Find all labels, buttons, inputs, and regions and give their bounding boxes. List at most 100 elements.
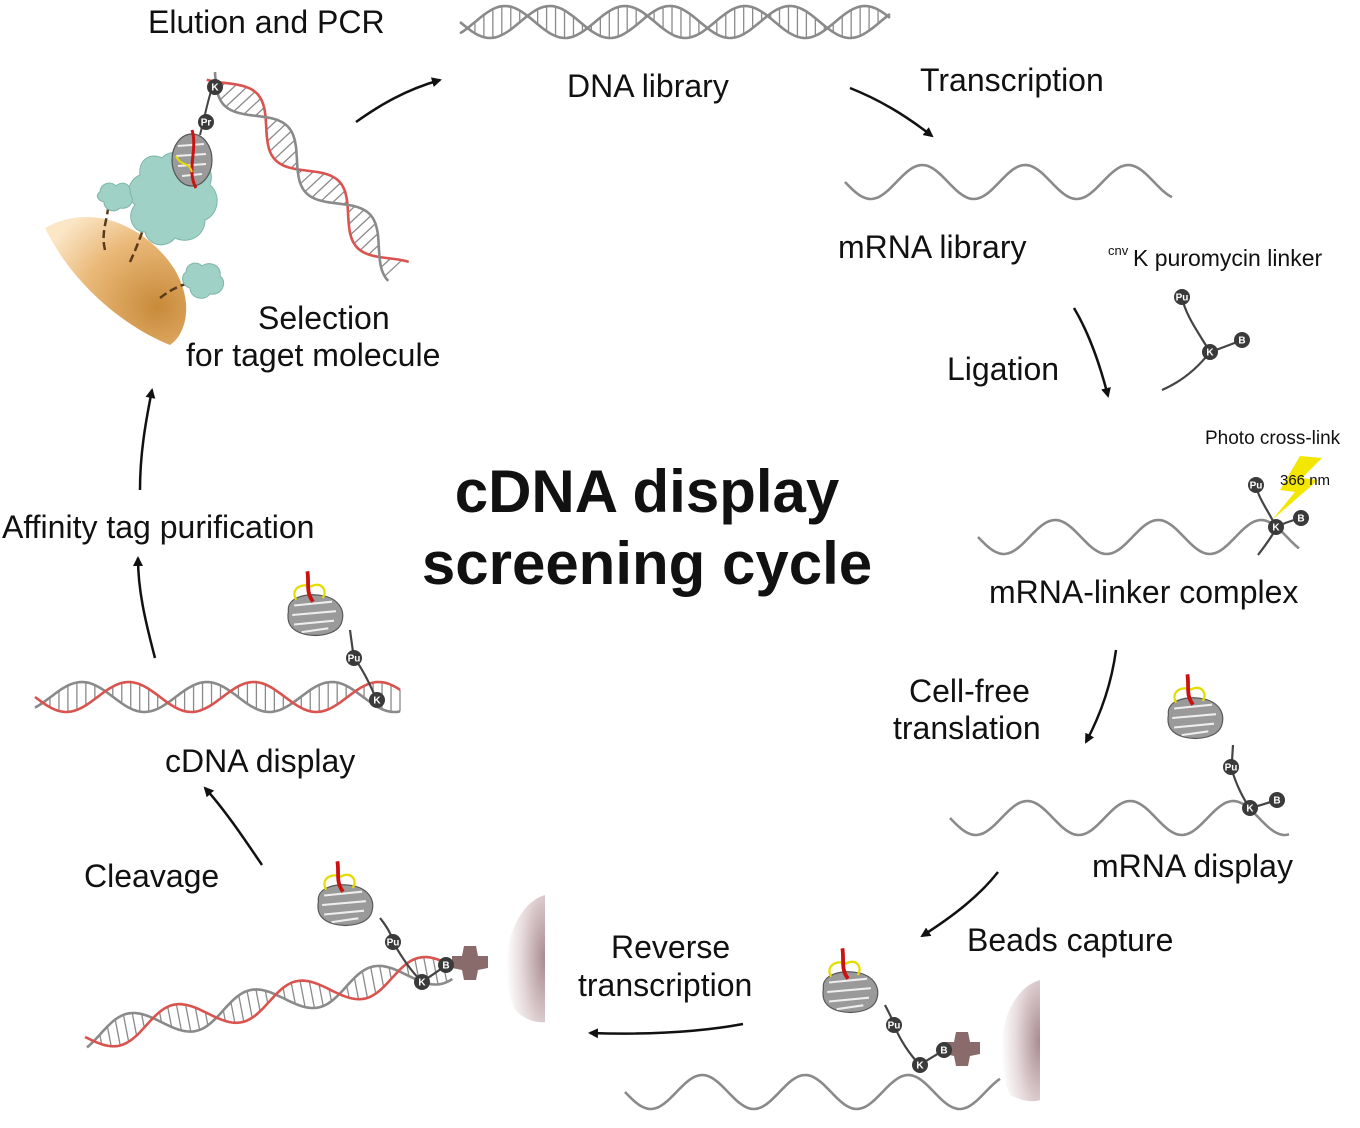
helix-rung [243,98,262,115]
label-mrna-linker-complex: mRNA-linker complex [989,574,1298,610]
helix-rung [233,91,256,112]
cnvk-node-letter: K [211,83,219,94]
beads-capture-tether [884,1004,921,1066]
label-cdna-display: cDNA display [165,743,355,779]
puromycin-node: Pu [346,650,362,666]
cnvk-node-letter: K [1272,523,1280,534]
mrna-library-wave [844,163,1173,201]
helix-rung [114,1019,121,1046]
helix-rung [432,957,439,985]
label-dna-library: DNA library [567,68,729,104]
pr-node: Pr [198,114,214,130]
protein-loop-yellow [1173,686,1206,704]
cnvk-node: K [207,79,223,95]
puromycin-node: Pu [385,934,401,950]
puromycin-node-circle [1223,759,1239,775]
cnvk-node: K [414,974,430,990]
biotin-node-letter: B [1273,796,1280,807]
label-transcription: Transcription [920,62,1104,98]
protein-ribbon-bound [171,129,213,189]
mrna-display-wave [949,799,1290,837]
protein-loop-red [840,947,850,980]
cnvk-node-letter: K [1206,348,1214,359]
helix-rung [359,233,379,251]
arrow-elution-to-dna [355,77,442,124]
helix-strand-a [84,955,451,1048]
helix-rung [238,995,245,1022]
puromycin-node-circle [1174,289,1190,305]
cnvk-node-circle [1242,800,1258,816]
helix-strand-a [459,4,891,40]
puromycin-node: Pu [1248,477,1264,493]
helix-rung [230,1002,236,1023]
arrow-ligation [1072,307,1111,398]
helix-rung [204,1012,209,1026]
label-cleavage: Cleavage [84,858,219,894]
puromycin-node-circle [346,650,362,666]
arrow-affinity-upper [138,388,156,491]
puromycin-node-circle [886,1017,902,1033]
label-linker-superscript: cnv [1108,243,1129,258]
label-cell-free-1: Cell-free [909,673,1030,709]
protein-sheets [322,890,366,924]
diagram-title-line1: cDNA display [455,458,840,525]
helix-rung [225,86,248,108]
helix-rung [318,984,324,1007]
helix-rung [350,215,372,236]
helix-rung [320,182,341,202]
mrna-linker-complex-wave [977,518,1300,556]
biotin-node-circle [438,957,454,973]
puromycin-node-letter: Pu [387,938,400,949]
helix-rung [311,176,335,198]
target-protein-small [182,262,225,299]
cnvk-node: K [1242,800,1258,816]
puromycin-node-letter: Pu [348,654,361,665]
label-cell-free-2: translation [893,710,1041,746]
biotin-node-letter: B [442,961,449,972]
arrow-beads-capture [920,871,999,938]
target-protein-small [96,182,133,212]
puromycin-node-circle [1248,477,1264,493]
reverse-transcription-helix [84,955,453,1049]
helix-rung [255,989,261,1012]
protein-loop-red [335,860,345,893]
protein-sheets [292,600,336,634]
helix-strand-b [459,4,891,40]
biotin-node-circle [1269,792,1285,808]
streptavidin-icon [944,1032,980,1066]
helix-rung [282,987,286,1000]
helix-rung [122,1014,130,1042]
protein-loop-yellow [828,960,861,978]
cell-membrane [45,217,187,345]
target-cell-group [45,87,225,345]
label-photo-crosslink: Photo cross-link [1205,428,1341,449]
bead-mrna-display [1001,980,1040,1102]
biotin-node-letter: B [1238,336,1245,347]
biotin-node: B [1234,332,1250,348]
helix-rung [361,971,369,998]
helix-rung [384,259,403,277]
label-wavelength: 366 nm [1280,472,1330,489]
protein-loop-yellow [293,583,326,601]
cnvk-node-letter: K [916,1061,924,1072]
pr-node-circle [198,114,214,130]
helix-strand-a [213,71,390,282]
puromycin-node: Pu [1223,759,1239,775]
helix-rung [328,989,333,1002]
helix-rung [331,190,346,204]
helix-rung [304,173,325,193]
cnvk-node-letter: K [373,696,381,707]
helix-rung [380,258,391,268]
helix-rung [254,107,265,117]
cnvk-node-circle [369,692,385,708]
biotin-node-letter: B [940,1046,947,1057]
cnvk-node: K [912,1057,928,1073]
dna-library-helix [459,4,891,40]
helix-rung [265,119,278,131]
helix-rung [290,982,296,1004]
cnvk-node-circle [1268,519,1284,535]
protein-layer [287,570,1224,1013]
cnvk-node-letter: K [418,978,426,989]
label-beads-capture: Beads capture [967,922,1173,958]
cnvk-node: K [1268,519,1284,535]
